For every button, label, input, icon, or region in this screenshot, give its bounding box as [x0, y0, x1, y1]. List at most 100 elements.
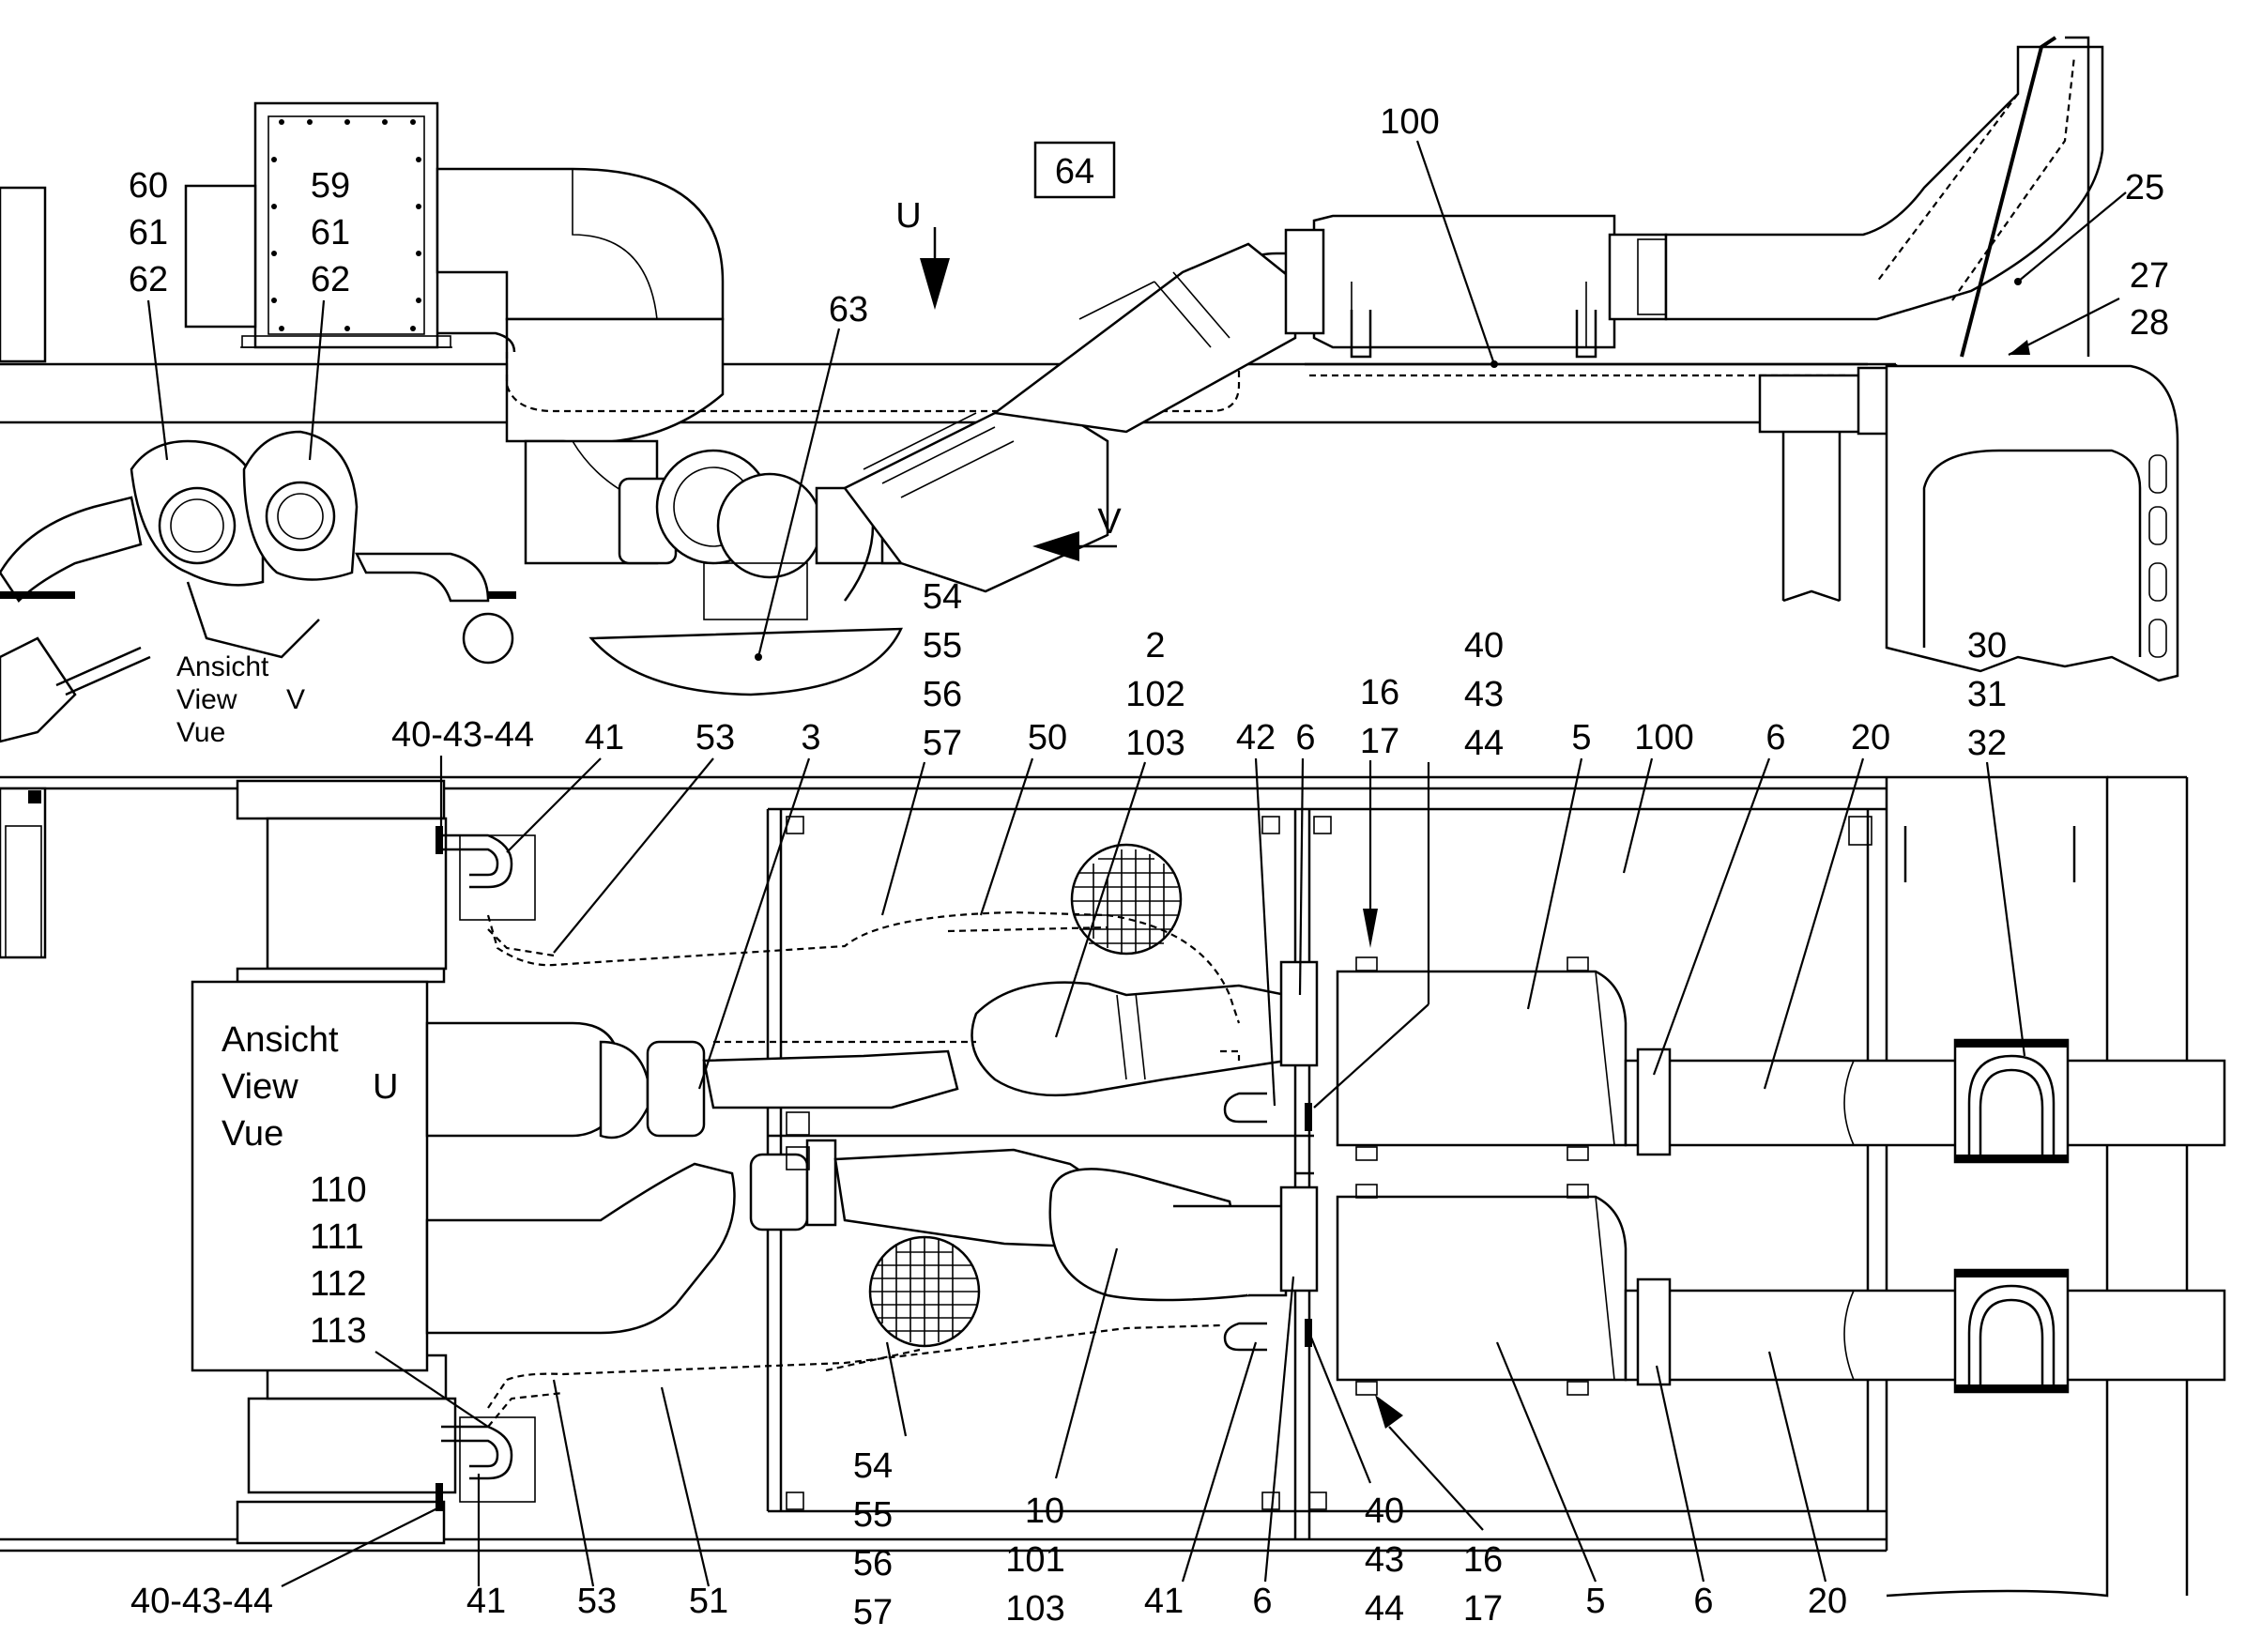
svg-text:63: 63 [829, 290, 868, 329]
svg-text:40-43-44: 40-43-44 [391, 715, 534, 755]
caption-u-ansicht: Ansicht [222, 1020, 339, 1060]
svg-text:43: 43 [1365, 1540, 1404, 1580]
caption-view-letter: V [286, 684, 305, 715]
callout-6-bottom-a: 6 [1252, 1276, 1295, 1621]
svg-text:40-43-44: 40-43-44 [130, 1582, 273, 1621]
svg-text:51: 51 [689, 1582, 728, 1621]
svg-text:32: 32 [1967, 724, 2007, 763]
callout-53-bottom: 53 [552, 1379, 617, 1621]
callout-42: 42 [1236, 718, 1276, 1107]
callout-40-43-44-bottom: 40-43-44 [130, 1506, 442, 1621]
callout-59-61-62: 59 61 62 [308, 166, 350, 461]
view-arrow-u: U [895, 196, 950, 310]
svg-text:5: 5 [1571, 718, 1591, 757]
callout-27-28: 27 28 [2008, 256, 2169, 356]
svg-text:102: 102 [1125, 675, 1184, 714]
callout-25: 25 [2014, 168, 2164, 285]
svg-text:6: 6 [1295, 718, 1315, 757]
svg-text:6: 6 [1252, 1582, 1272, 1621]
svg-text:61: 61 [129, 213, 168, 252]
svg-text:55: 55 [853, 1495, 893, 1535]
caption-view: View [176, 684, 237, 715]
callout-54-57-top: 54 55 56 57 [880, 577, 962, 916]
svg-text:28: 28 [2130, 303, 2169, 343]
callout-16-17-top: 16 17 [1360, 673, 1399, 948]
svg-text:31: 31 [1967, 675, 2007, 714]
svg-text:16: 16 [1463, 1540, 1503, 1580]
callout-100-top: 100 [1380, 102, 1498, 368]
callout-54-57-bottom: 54 55 56 57 [853, 1341, 908, 1632]
svg-text:103: 103 [1005, 1589, 1064, 1629]
callout-40-43-44-mid: 40 43 44 [1313, 626, 1504, 1109]
svg-text:57: 57 [923, 724, 962, 763]
svg-text:100: 100 [1634, 718, 1693, 757]
caption-u-view: View [222, 1067, 298, 1107]
svg-text:44: 44 [1464, 724, 1504, 763]
callout-20-top: 20 [1763, 718, 1890, 1090]
callout-3: 3 [697, 718, 821, 1090]
view-part-112: 112 [310, 1264, 367, 1304]
callout-2-102-103: 2 102 103 [1054, 626, 1185, 1038]
svg-text:30: 30 [1967, 626, 2007, 665]
callout-5-top: 5 [1526, 718, 1592, 1010]
svg-text:55: 55 [923, 626, 962, 665]
callout-40-43-44-lower: 40 43 44 [1307, 1332, 1404, 1629]
svg-text:42: 42 [1236, 718, 1276, 757]
view-label-64: 64 [1055, 152, 1094, 191]
svg-text:62: 62 [311, 260, 350, 299]
callout-6-top-b: 6 [1652, 718, 1786, 1076]
svg-text:53: 53 [695, 718, 735, 757]
flange-bolts [271, 119, 421, 331]
svg-text:100: 100 [1380, 102, 1439, 142]
svg-text:5: 5 [1585, 1582, 1605, 1621]
callout-53-top: 53 [553, 718, 735, 954]
caption-vue: Vue [176, 717, 225, 748]
svg-text:43: 43 [1464, 675, 1504, 714]
svg-text:40: 40 [1365, 1491, 1404, 1531]
svg-text:56: 56 [923, 675, 962, 714]
callout-50: 50 [979, 718, 1067, 916]
svg-text:3: 3 [801, 718, 820, 757]
callout-10-101-103: 10 101 103 [1005, 1247, 1119, 1629]
callout-16-17-bottom: 16 17 [1375, 1395, 1503, 1629]
svg-text:57: 57 [853, 1593, 893, 1632]
arrow-v-label: V [1097, 502, 1122, 542]
callout-63: 63 [755, 290, 868, 661]
callout-60-61-62: 60 61 62 [129, 166, 168, 461]
callout-20-bottom: 20 [1767, 1351, 1847, 1621]
svg-text:10: 10 [1025, 1491, 1064, 1531]
caption-u-letter: U [373, 1067, 398, 1107]
view-part-110: 110 [310, 1170, 367, 1210]
callout-100-bottom: 100 [1622, 718, 1694, 874]
callout-41-bottom-a: 41 [466, 1474, 506, 1621]
view-part-111: 111 [310, 1217, 364, 1257]
svg-text:101: 101 [1005, 1540, 1064, 1580]
svg-text:17: 17 [1360, 722, 1399, 761]
bottom-view-drawing [0, 775, 2226, 1598]
callout-51: 51 [660, 1386, 728, 1621]
caption-ansicht: Ansicht [176, 651, 269, 682]
svg-text:6: 6 [1765, 718, 1785, 757]
svg-text:54: 54 [923, 577, 962, 617]
view-arrow-v: V [1032, 502, 1122, 561]
view-v-caption: Ansicht View V Vue [176, 651, 305, 748]
callout-6-top-a: 6 [1295, 718, 1316, 996]
svg-text:61: 61 [311, 213, 350, 252]
callout-5-bottom: 5 [1495, 1341, 1606, 1621]
svg-text:20: 20 [1851, 718, 1890, 757]
svg-text:54: 54 [853, 1446, 893, 1486]
view-part-113: 113 [310, 1311, 367, 1351]
svg-text:56: 56 [853, 1544, 893, 1583]
svg-text:103: 103 [1125, 724, 1184, 763]
svg-text:62: 62 [129, 260, 168, 299]
caption-u-vue: Vue [222, 1114, 283, 1154]
svg-text:6: 6 [1693, 1582, 1713, 1621]
view-u-caption: Ansicht View U Vue 110 111 112 113 [222, 1020, 489, 1428]
callout-40-43-44-top: 40-43-44 [391, 715, 534, 826]
view-label-box [1033, 141, 1116, 199]
callout-41-top: 41 [506, 718, 624, 853]
svg-text:60: 60 [129, 166, 168, 206]
svg-text:20: 20 [1808, 1582, 1847, 1621]
callout-6-bottom-b: 6 [1655, 1365, 1714, 1621]
